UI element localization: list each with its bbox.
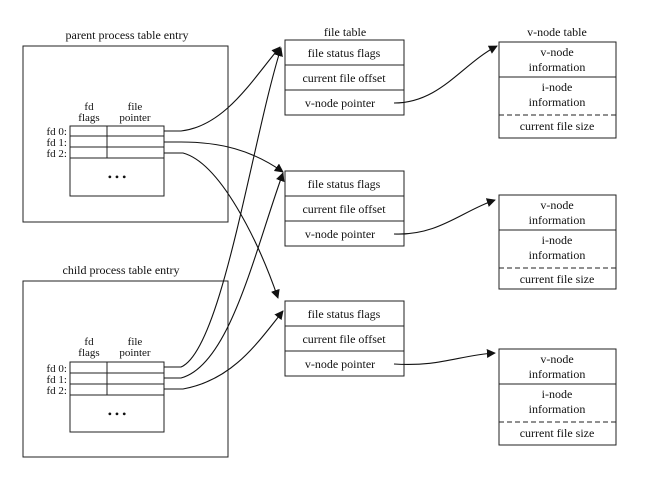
inode-info-line1: i-node <box>542 233 573 247</box>
vnode-info-line1: v-node <box>540 198 573 212</box>
child-col-pointer-label: pointer <box>119 347 150 359</box>
vnode-info-line1: v-node <box>540 352 573 366</box>
parent-fd-arrows <box>164 46 284 299</box>
vnode-table-entry-3: v-node information i-node information cu… <box>498 348 617 446</box>
parent-fd0-arrow <box>164 46 281 132</box>
child-process-title: child process table entry <box>63 263 180 277</box>
child-fd-array <box>69 361 165 433</box>
child-fd1-label: fd 1: <box>47 374 67 386</box>
inode-info-line1: i-node <box>542 80 573 94</box>
child-process-entry: child process table entry fd flags file … <box>22 263 229 458</box>
v-node-pointer: v-node pointer <box>305 96 375 110</box>
inode-info-line2: information <box>529 95 586 109</box>
v-node-pointer: v-node pointer <box>305 357 375 371</box>
parent-fd1-arrow <box>164 141 284 173</box>
file-status-flags: file status flags <box>308 177 381 191</box>
child-fd0-arrow <box>164 47 283 368</box>
inode-info-line2: information <box>529 248 586 262</box>
v-node-pointer: v-node pointer <box>305 227 375 241</box>
parent-col-flags-label: flags <box>78 112 99 124</box>
vnode-info-line2: information <box>529 213 586 227</box>
parent-fd-array-box <box>69 125 165 197</box>
child-fd-arrows <box>164 47 285 390</box>
file-status-flags: file status flags <box>308 46 381 60</box>
vnode-pointer-arrows <box>393 45 498 366</box>
current-file-offset: current file offset <box>302 202 386 216</box>
parent-col-file-label: file <box>128 101 143 113</box>
current-file-size: current file size <box>520 272 595 286</box>
parent-fd0-label: fd 0: <box>47 126 67 138</box>
vnode-pointer-arrow-2 <box>393 198 496 235</box>
child-fd1-arrow <box>164 172 285 379</box>
parent-fd1-label: fd 1: <box>47 137 67 149</box>
parent-col-fd-label: fd <box>84 101 94 113</box>
parent-process-title: parent process table entry <box>66 28 189 42</box>
child-col-file-label: file <box>128 336 143 348</box>
parent-fd2-label: fd 2: <box>47 148 67 160</box>
vnode-table-title: v-node table <box>527 25 587 39</box>
vnode-table-entry-2: v-node information i-node information cu… <box>498 194 617 290</box>
file-table-entry-3: file status flags current file offset v-… <box>284 300 405 377</box>
vnode-pointer-arrow-3 <box>393 348 496 366</box>
parent-process-entry: parent process table entry fd flags file… <box>22 28 229 223</box>
file-table-entry-1: file status flags current file offset v-… <box>284 39 405 116</box>
parent-ellipsis: • • • <box>108 170 127 184</box>
file-table-title: file table <box>324 25 366 39</box>
inode-info-line2: information <box>529 402 586 416</box>
current-file-size: current file size <box>520 426 595 440</box>
file-status-flags: file status flags <box>308 307 381 321</box>
parent-col-pointer-label: pointer <box>119 112 150 124</box>
vnode-info-line2: information <box>529 367 586 381</box>
inode-info-line1: i-node <box>542 387 573 401</box>
current-file-offset: current file offset <box>302 332 386 346</box>
child-fd2-arrow <box>164 310 284 390</box>
parent-fd2-arrow <box>164 152 280 299</box>
vnode-pointer-arrow-1 <box>393 45 498 104</box>
vnode-info-line2: information <box>529 60 586 74</box>
current-file-offset: current file offset <box>302 71 386 85</box>
child-fd0-label: fd 0: <box>47 363 67 375</box>
child-fd-array-box <box>69 361 165 433</box>
child-ellipsis: • • • <box>108 407 127 421</box>
parent-fd-array <box>69 125 165 197</box>
vnode-info-line1: v-node <box>540 45 573 59</box>
current-file-size: current file size <box>520 119 595 133</box>
vnode-table-entry-1: v-node information i-node information cu… <box>498 41 617 139</box>
file-table-entry-2: file status flags current file offset v-… <box>284 170 405 247</box>
child-fd2-label: fd 2: <box>47 385 67 397</box>
child-col-fd-label: fd <box>84 336 94 348</box>
child-col-flags-label: flags <box>78 347 99 359</box>
